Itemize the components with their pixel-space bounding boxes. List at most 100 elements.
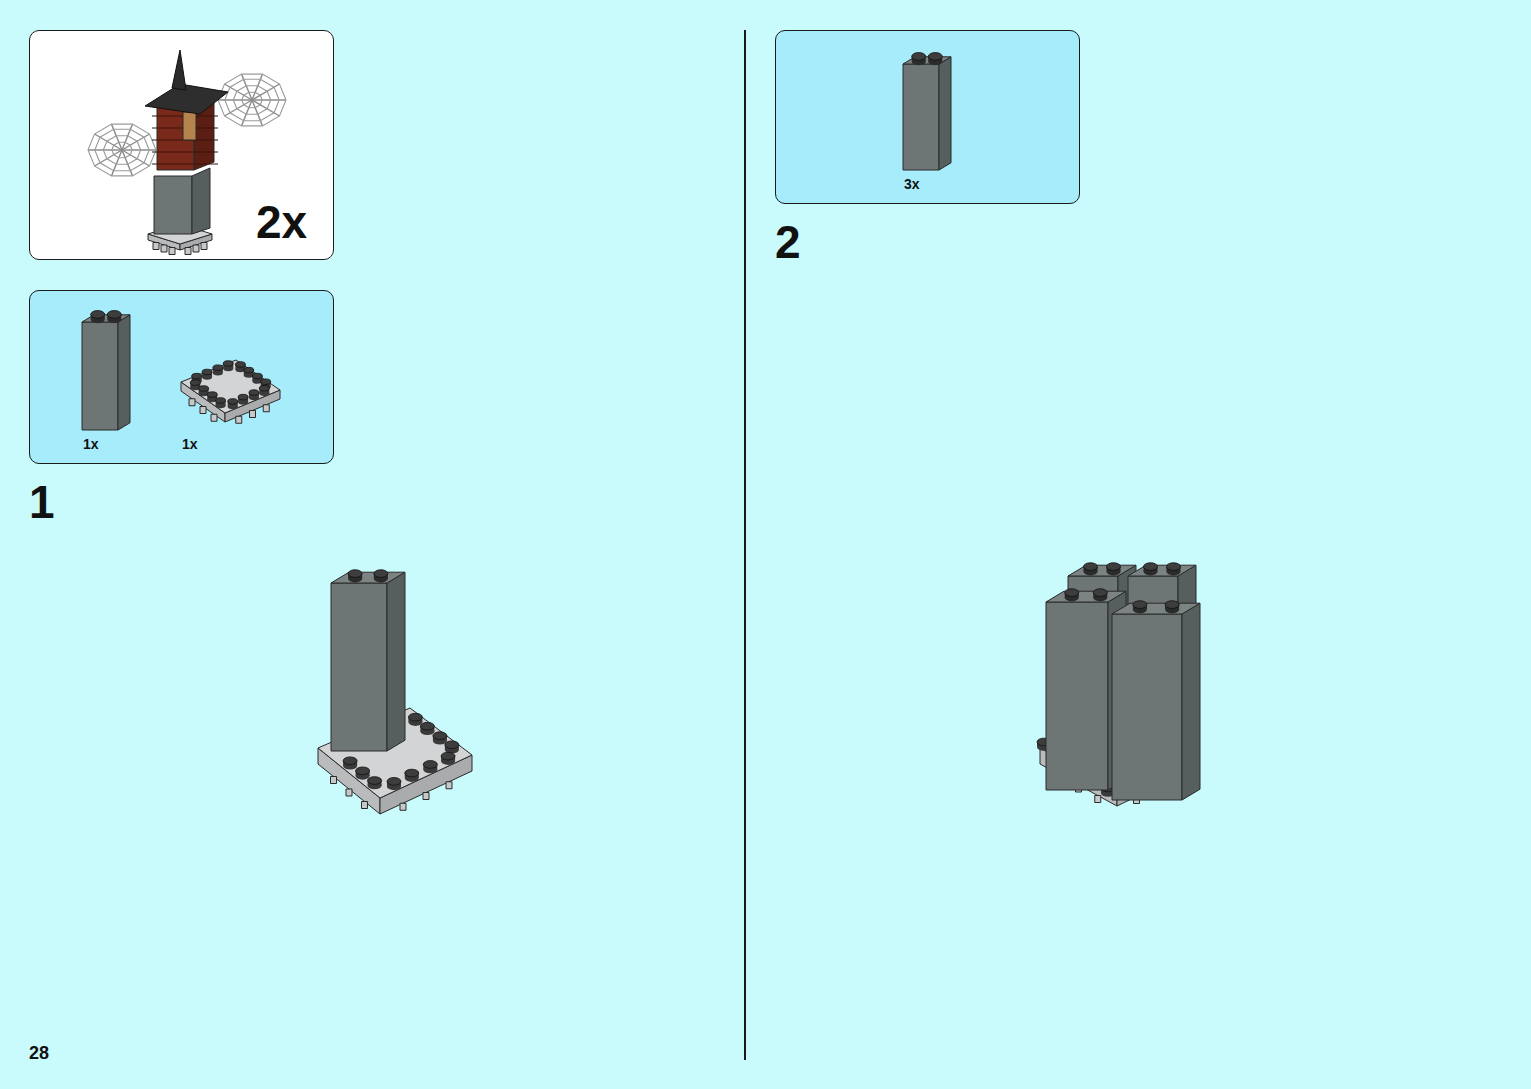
stud [252,373,262,379]
stud [928,53,942,61]
brick-line [152,152,218,153]
part-face [1182,603,1200,800]
callout-box: 2x [29,30,334,260]
part-face [939,57,951,170]
stud [441,752,455,760]
part-face [193,245,199,252]
part-face [201,243,207,250]
stud [238,394,248,400]
part-face [118,315,130,430]
part-face [423,793,429,800]
part-face [1112,603,1200,614]
part-face [1128,565,1196,576]
part-face [153,243,159,250]
part-face [331,572,405,583]
part-face [236,416,242,423]
part-face [331,583,387,751]
quantity-multiplier: 2x [256,199,307,245]
part-face [161,245,167,252]
stud [1167,563,1181,571]
stud [223,361,233,367]
stud [249,390,259,396]
part-face [1112,614,1182,800]
part-count: 1x [83,437,99,451]
part-face [250,411,256,418]
stud [1107,563,1121,571]
part-face [387,572,405,751]
part-face [346,789,352,796]
part-count: 3x [904,177,920,191]
callout-box: 1x1x [29,290,334,464]
stud [1133,601,1147,609]
part-face [82,322,118,430]
part-face [331,777,337,784]
stud [387,778,401,786]
panel-fill [29,290,334,464]
stud [213,365,223,371]
stud [1065,589,1079,597]
stud [374,570,388,578]
part-face [263,405,269,412]
part-face [1046,602,1108,790]
stud [199,386,209,392]
part-face [181,360,280,413]
stud [202,369,212,375]
part-face [211,414,217,421]
stud [368,777,382,785]
stud [348,570,362,578]
stud [343,757,357,765]
stud [423,761,437,769]
stud [207,392,217,398]
part-face [192,168,210,234]
stud [192,373,202,379]
stud [1093,589,1107,597]
part-face [362,802,368,809]
part-face [183,112,196,140]
lego-parts [82,50,1200,814]
stud [1165,601,1179,609]
part-face [1068,565,1136,576]
step-number: 2 [775,219,801,265]
part-face [903,57,951,64]
stud [107,311,121,319]
stud [356,767,370,775]
stud [408,713,422,721]
spider-web [218,74,286,126]
part-face [446,782,452,789]
step-number: 1 [29,479,55,525]
stud [912,53,926,61]
part-face [189,399,195,406]
stud [420,722,434,730]
stud [261,379,271,385]
stud [91,311,105,319]
brick-line [152,164,218,165]
part-face [1095,796,1101,803]
part-face [169,248,175,255]
part-face [145,84,228,114]
stud [445,741,459,749]
part-face [185,248,191,255]
part-face [1046,591,1126,602]
spider-web [88,124,156,176]
stud [433,732,447,740]
page-divider [744,30,746,1060]
stud [259,385,269,391]
part-face [200,407,206,414]
page-number: 28 [29,1044,49,1062]
panel-fill [775,30,1080,204]
callout-box: 3x [775,30,1080,204]
part-face [172,50,186,90]
part-face [154,176,192,234]
stud [190,380,200,386]
part-face [400,803,406,810]
panel-fill [29,30,334,260]
stud [1084,563,1098,571]
part-face [82,315,130,322]
part-face [903,64,939,170]
stud [216,398,226,404]
stud [405,769,419,777]
stud [244,367,254,373]
stud [235,362,245,368]
stud [1144,563,1158,571]
